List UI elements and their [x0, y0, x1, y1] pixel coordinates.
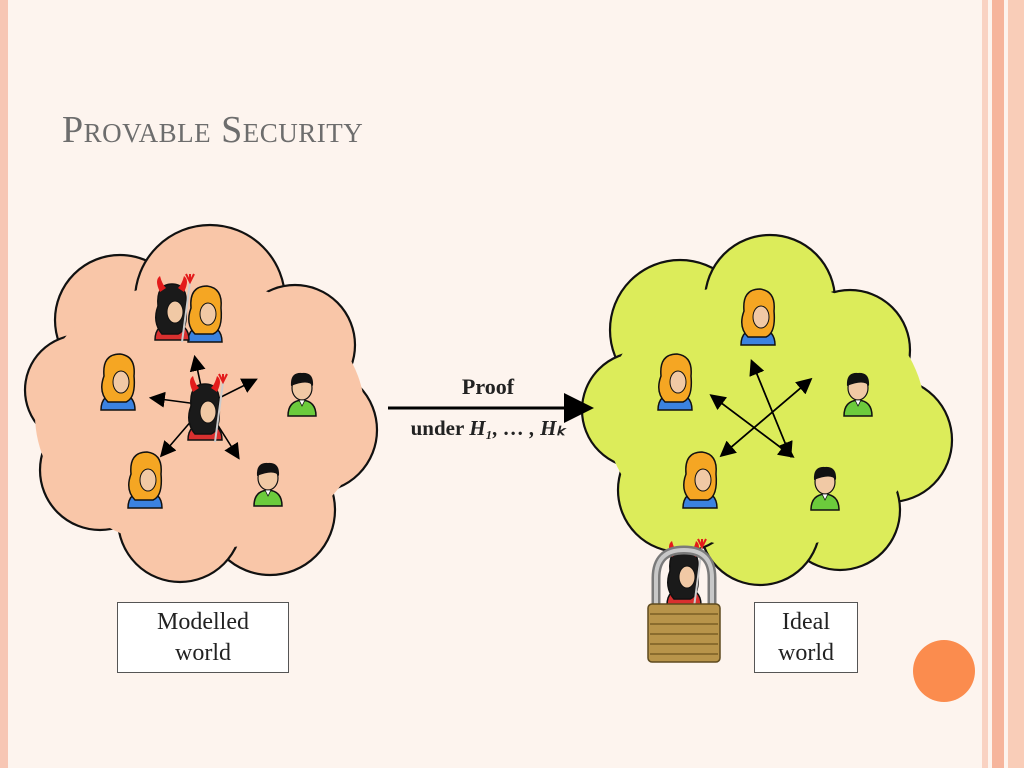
person-blonde-icon — [657, 353, 693, 411]
assumptions-prefix: under — [410, 416, 470, 440]
slide-title: Provable Security — [62, 109, 364, 151]
modelled-world-line2: world — [175, 640, 231, 666]
left-accent-bar — [0, 0, 8, 768]
modelled-world-line1: Modelled — [157, 609, 249, 635]
assumptions-math: H₁, … , Hₖ — [469, 416, 566, 440]
ideal-world-arrows — [709, 359, 813, 458]
proof-label: Proof — [461, 374, 515, 399]
right-stripe-1 — [982, 0, 988, 768]
person-blonde-icon — [682, 451, 718, 509]
modelled-world-label: Modelled world — [117, 602, 289, 673]
right-stripe-2 — [992, 0, 1004, 768]
padlock-icon — [647, 538, 721, 663]
person-blonde-icon — [127, 451, 163, 509]
right-stripe-3 — [1008, 0, 1024, 768]
ideal-world-cloud — [580, 233, 954, 587]
person-blonde-icon — [100, 353, 136, 411]
person-blonde-icon — [740, 288, 776, 346]
ideal-world-line2: world — [778, 640, 834, 666]
ideal-world-label: Ideal world — [754, 602, 858, 673]
ideal-world-line1: Ideal — [782, 609, 830, 635]
assumptions-label: under H₁, … , Hₖ — [388, 416, 588, 441]
person-blonde-icon — [187, 285, 223, 343]
accent-circle — [913, 640, 975, 702]
